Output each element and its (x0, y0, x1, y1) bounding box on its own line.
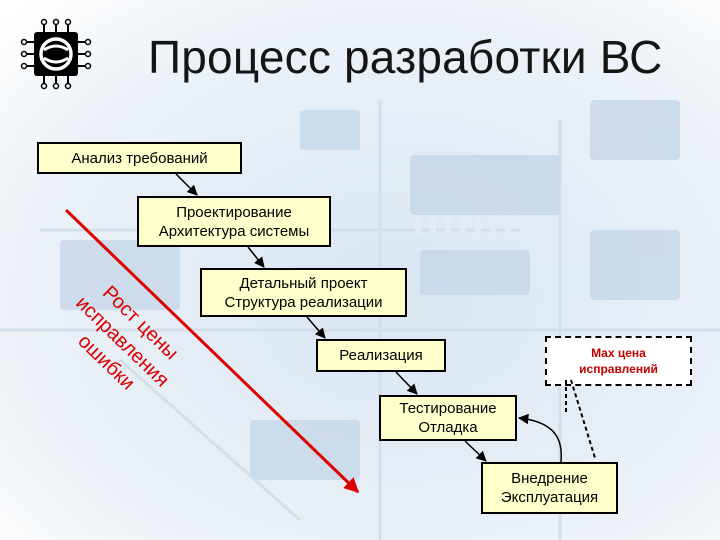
step-line-2: Структура реализации (224, 293, 383, 311)
step-deployment: Внедрение Эксплуатация (481, 462, 618, 514)
step-detailed-design: Детальный проект Структура реализации (200, 268, 407, 317)
step-line-1: Тестирование (399, 400, 497, 417)
callout-line-1: Max цена (591, 346, 646, 360)
step-line-1: Проектирование (176, 203, 292, 221)
step-line-1: Реализация (339, 347, 423, 364)
microchip-logo-icon (20, 18, 92, 90)
callout-line-2: исправлений (579, 362, 658, 376)
step-line-2: Отладка (418, 419, 478, 436)
step-design: Проектирование Архитектура системы (137, 196, 331, 247)
step-testing: Тестирование Отладка (379, 395, 517, 441)
max-cost-callout: Max цена исправлений (545, 336, 692, 386)
step-implementation: Реализация (316, 339, 446, 372)
step-line-1: Детальный проект (239, 274, 368, 292)
step-requirements-analysis: Анализ требований (37, 142, 242, 174)
step-line-1: Анализ требований (71, 149, 208, 167)
step-line-2: Архитектура системы (158, 222, 310, 240)
step-line-2: Эксплуатация (500, 489, 599, 506)
page-title: Процесс разработки ВС (148, 31, 663, 83)
step-line-1: Внедрение (511, 470, 588, 487)
